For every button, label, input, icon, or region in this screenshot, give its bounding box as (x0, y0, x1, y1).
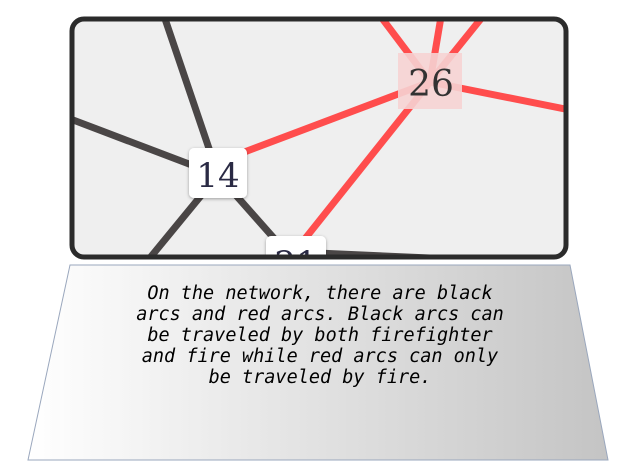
black-arc (294, 248, 521, 257)
node-21-label: 21 (274, 244, 317, 284)
black-arc (158, 19, 222, 177)
node-26: 26 (398, 53, 462, 109)
network-panel-border (69, 16, 569, 260)
red-arc (297, 79, 433, 248)
node-21: 21 (266, 236, 326, 284)
caption-card (27, 264, 609, 461)
caption-text: On the network, there are black arcs and… (136, 283, 504, 388)
network-graph: 26 14 21 (72, 19, 566, 284)
node-26-label: 26 (408, 64, 454, 105)
node-14: 14 (189, 148, 247, 198)
node-14-label: 14 (196, 156, 239, 196)
red-arc (216, 78, 432, 166)
